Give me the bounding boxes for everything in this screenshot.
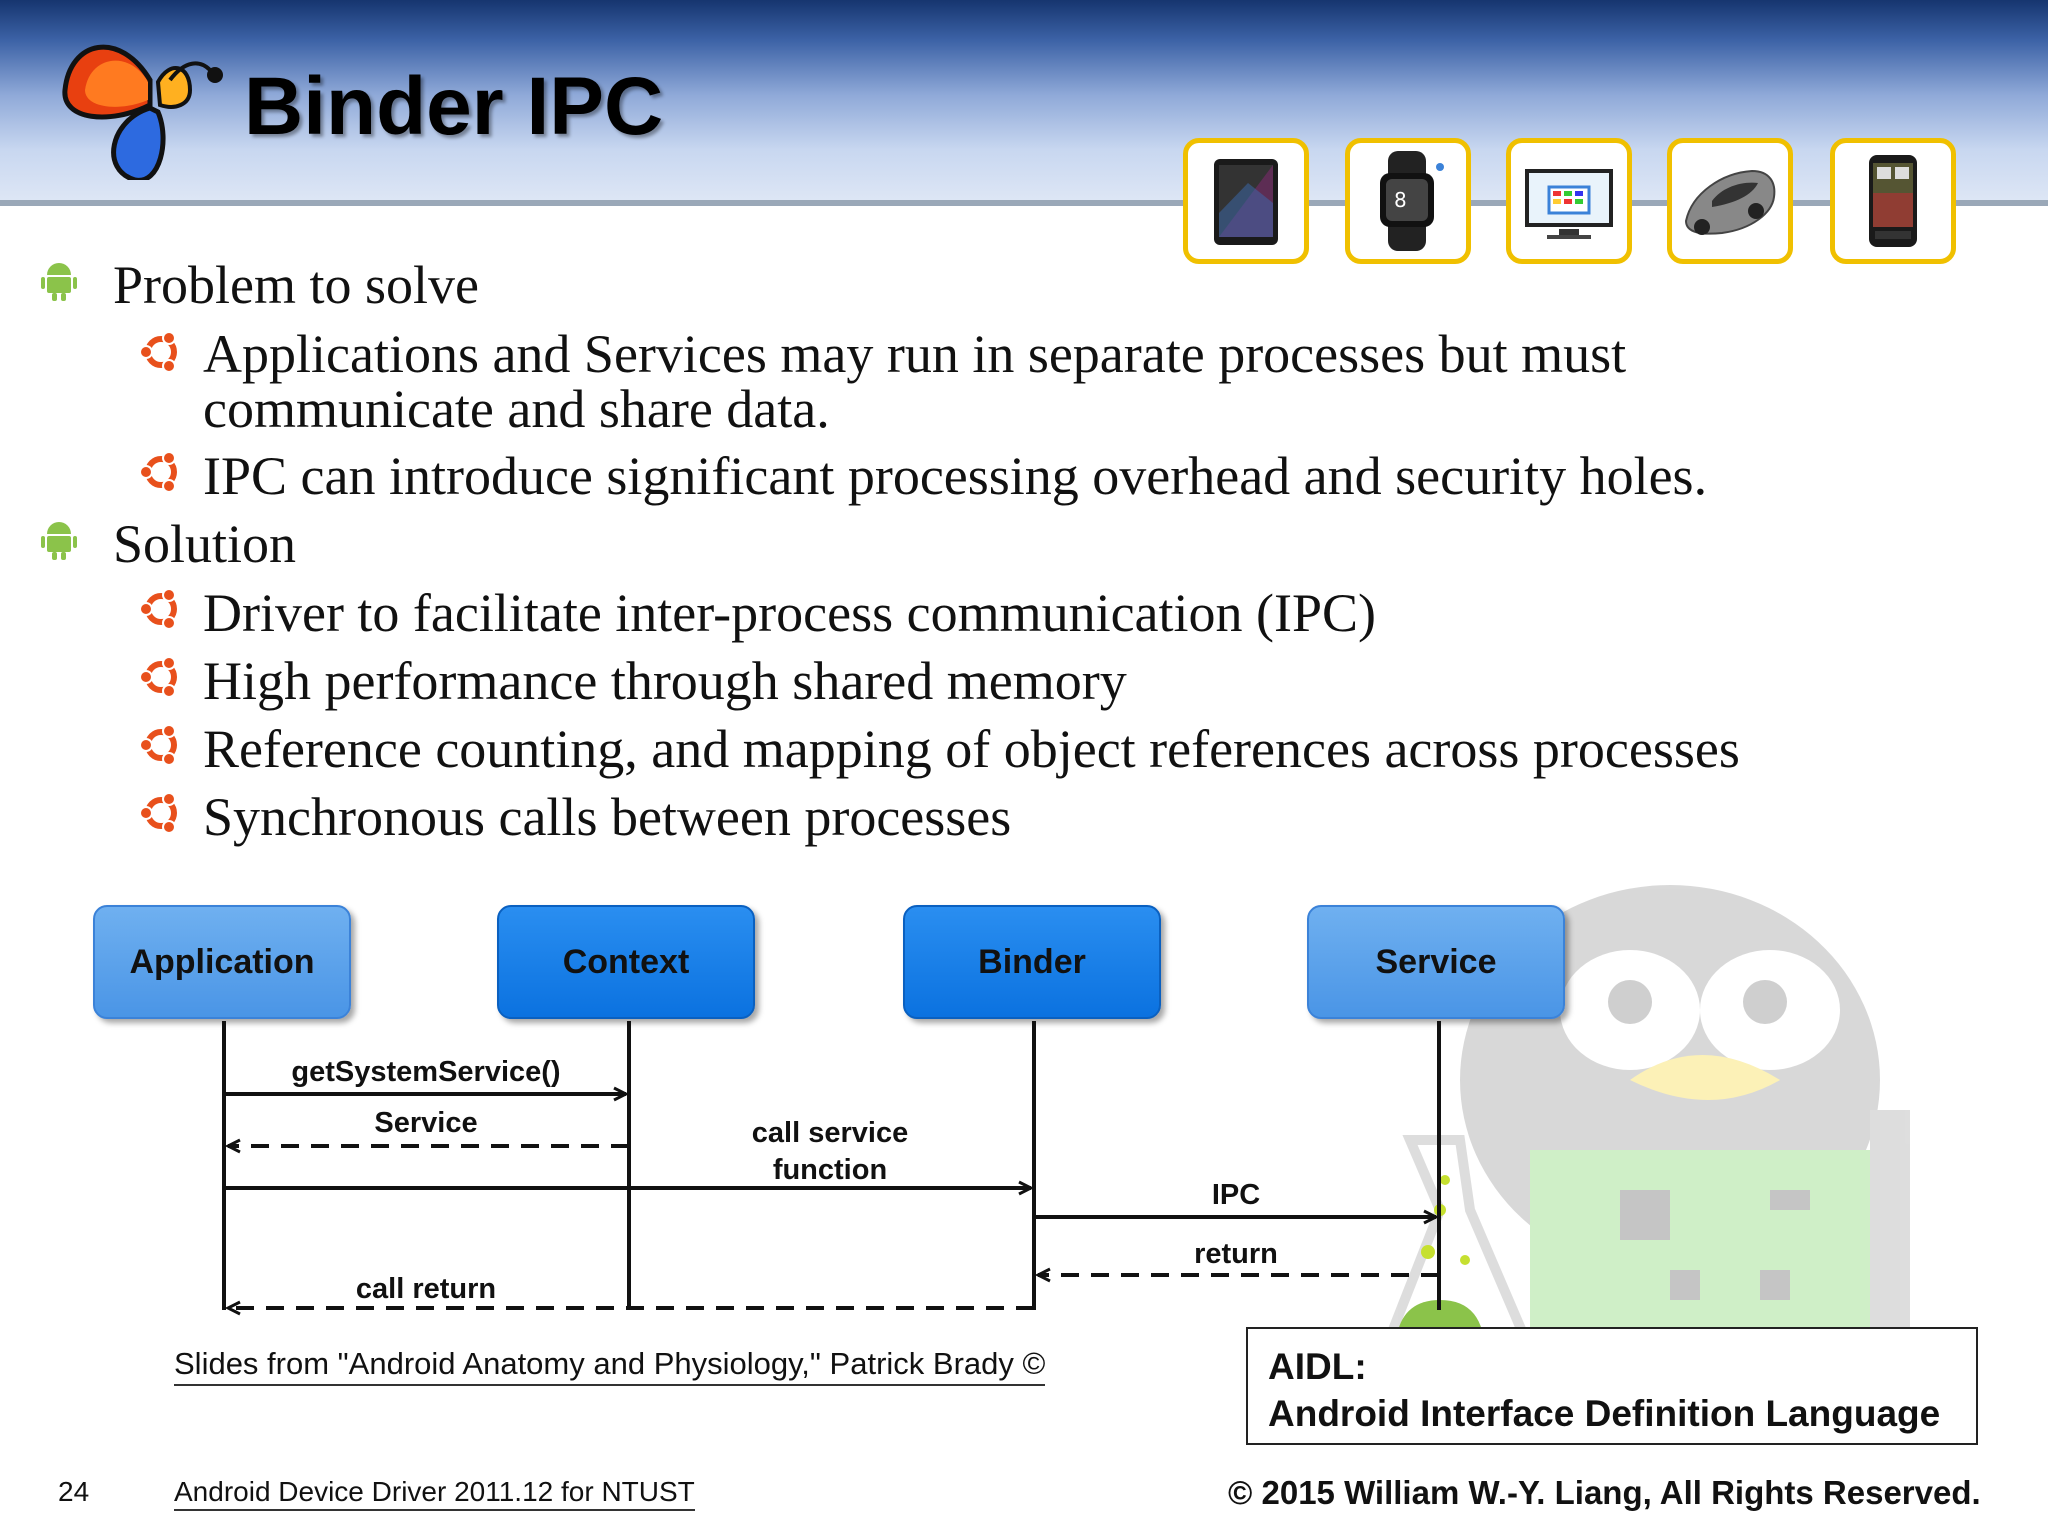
bullet-driver-ipc: Driver to facilitate inter-process commu… [203,583,1377,643]
ubuntu-circle-icon [139,791,183,840]
car-icon [1667,138,1793,264]
aidl-definition: Android Interface Definition Language [1268,1393,1941,1434]
aidl-box: AIDL: Android Interface Definition Langu… [1246,1327,1978,1445]
message-return: return [1194,1238,1278,1270]
svg-text:8: 8 [1394,188,1407,212]
message-ipc: IPC [1211,1179,1261,1211]
smartphone-icon [1830,138,1956,264]
course-name: Android Device Driver 2011.12 for NTUST [174,1476,695,1511]
page-number: 24 [58,1476,90,1507]
ubuntu-circle-icon [139,723,183,772]
bullet-shared-memory: High performance through shared memory [203,651,1127,711]
copyright-notice: © 2015 William W.-Y. Liang, All Rights R… [1228,1474,1981,1511]
bullet-ipc-overhead: IPC can introduce significant processing… [203,446,1708,506]
bullet-solution: Solution [113,514,297,574]
lane-service: Service [1307,905,1565,1019]
message-function: function [772,1154,888,1186]
bullet-separate-processes: Applications and Services may run in sep… [203,324,1627,384]
butterfly-logo-icon [50,20,230,185]
ubuntu-circle-icon [139,655,183,704]
header-divider [0,200,2048,206]
bullet-separate-processes-continued: communicate and share data. [203,379,830,439]
message-get-system-service: getSystemService() [291,1056,561,1088]
slide-credit: Slides from "Android Anatomy and Physiol… [174,1346,1046,1386]
message-call-service: call service [751,1117,909,1149]
message-service: Service [374,1107,478,1139]
android-robot-icon [40,518,78,567]
ubuntu-circle-icon [139,450,183,499]
lane-binder: Binder [903,905,1161,1019]
message-call-return: call return [355,1273,497,1305]
lane-application: Application [93,905,351,1019]
slide-title: Binder IPC [244,61,664,152]
lane-context: Context [497,905,755,1019]
smartwatch-icon: 8 [1345,138,1471,264]
smart-tv-icon [1506,138,1632,264]
ubuntu-circle-icon [139,587,183,636]
aidl-label: AIDL: [1268,1346,1367,1387]
bullet-synchronous-calls: Synchronous calls between processes [203,787,1012,847]
ubuntu-circle-icon [139,330,183,379]
android-robot-icon [40,259,78,308]
bullet-problem-to-solve: Problem to solve [113,255,479,315]
tablet-icon [1183,138,1309,264]
bullet-reference-counting: Reference counting, and mapping of objec… [203,719,1740,779]
